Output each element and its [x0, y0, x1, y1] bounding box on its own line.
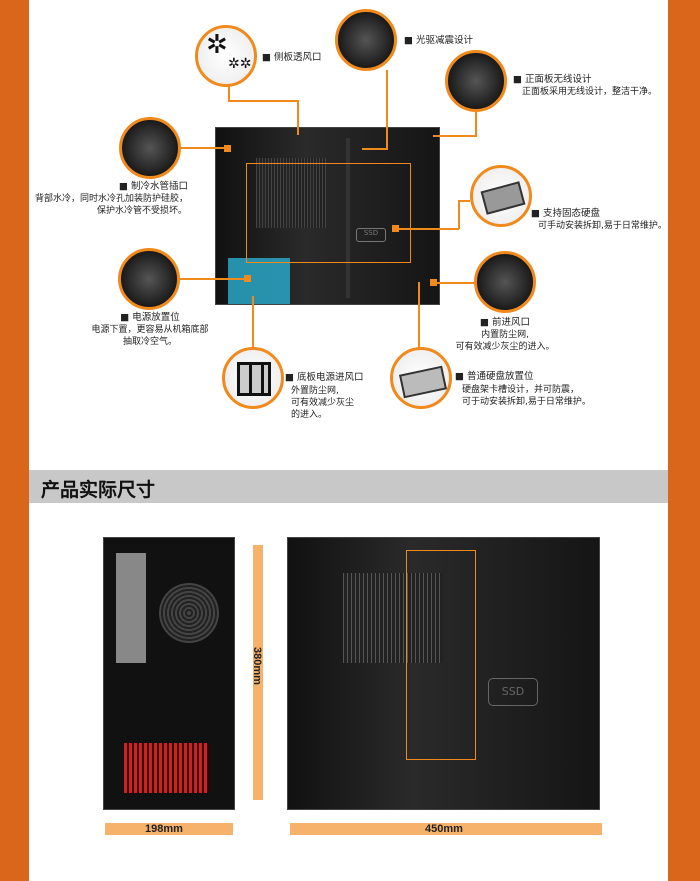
psu-title: ■ 电源放置位 [120, 312, 180, 323]
front-panel-desc: 正面板采用无线设计，整洁干净。 [522, 87, 658, 97]
water-desc-2: 保护水冷管不受损坏。 [96, 206, 187, 216]
depth-arrow [290, 823, 602, 835]
front-intake-desc-2: 可有效减少灰尘的进入。 [455, 342, 555, 352]
ssd-desc: 可手动安装拆卸,易于日常维护。 [538, 221, 667, 231]
psu-desc-1: 电源下置，更容易从机箱底部 [91, 325, 209, 335]
water-desc-1: 背部水冷，同时水冷孔加装防护硅胶， [35, 194, 189, 204]
psu-image [118, 248, 180, 310]
hdd-image [390, 347, 452, 409]
front-intake-title: ■ 前进风口 [480, 317, 530, 328]
section-header-band: 产品实际尺寸 [29, 470, 668, 503]
hdd-title: ■ 普通硬盘放置位 [455, 371, 534, 382]
height-label: 380mm [250, 647, 263, 685]
bottom-filter-desc-2: 可有效减少灰尘 [291, 398, 355, 408]
water-title: ■ 制冷水管插口 [119, 181, 188, 192]
optical-bay-image [335, 9, 397, 71]
hdd-desc-2: 可于动安装拆卸,易于日常维护。 [462, 397, 591, 407]
psu-desc-2: 抽取冷空气。 [122, 337, 177, 347]
bottom-filter-title: ■ 底板电源进风口 [285, 372, 364, 383]
ssd-title: ■ 支持固态硬盘 [531, 208, 600, 219]
front-intake-mesh-image [474, 251, 536, 313]
front-panel-ports-image [445, 50, 507, 112]
side-vent-title: ■ 侧板透风口 [262, 52, 322, 63]
bottom-filter-desc-3: 的进入。 [291, 410, 328, 420]
width-label: 198mm [145, 823, 183, 835]
right-orange-border [668, 0, 700, 881]
front-intake-desc-1: 内置防尘网, [481, 330, 529, 340]
optical-title: ■ 光驱减震设计 [404, 35, 473, 46]
bottom-filter-desc-1: 外置防尘网, [291, 386, 339, 396]
bottom-dust-filter-image [222, 347, 284, 409]
section-title: 产品实际尺寸 [41, 479, 156, 501]
depth-label: 450mm [425, 823, 463, 835]
case-photo-side-large: SSD [287, 537, 600, 810]
ssd-image [470, 165, 532, 227]
case-photo-side: SSD [215, 127, 440, 305]
side-vent-fan-icon: ✲✲✲ [195, 25, 257, 87]
width-arrow [105, 823, 233, 835]
case-photo-back [103, 537, 235, 810]
left-orange-border [0, 0, 29, 881]
height-arrow [253, 545, 263, 800]
front-panel-title: ■ 正面板无线设计 [513, 74, 592, 85]
water-cooling-holes-image [119, 117, 181, 179]
hdd-desc-1: 硬盘架卡槽设计，并可防震， [462, 385, 580, 395]
psu-highlight [228, 258, 290, 304]
